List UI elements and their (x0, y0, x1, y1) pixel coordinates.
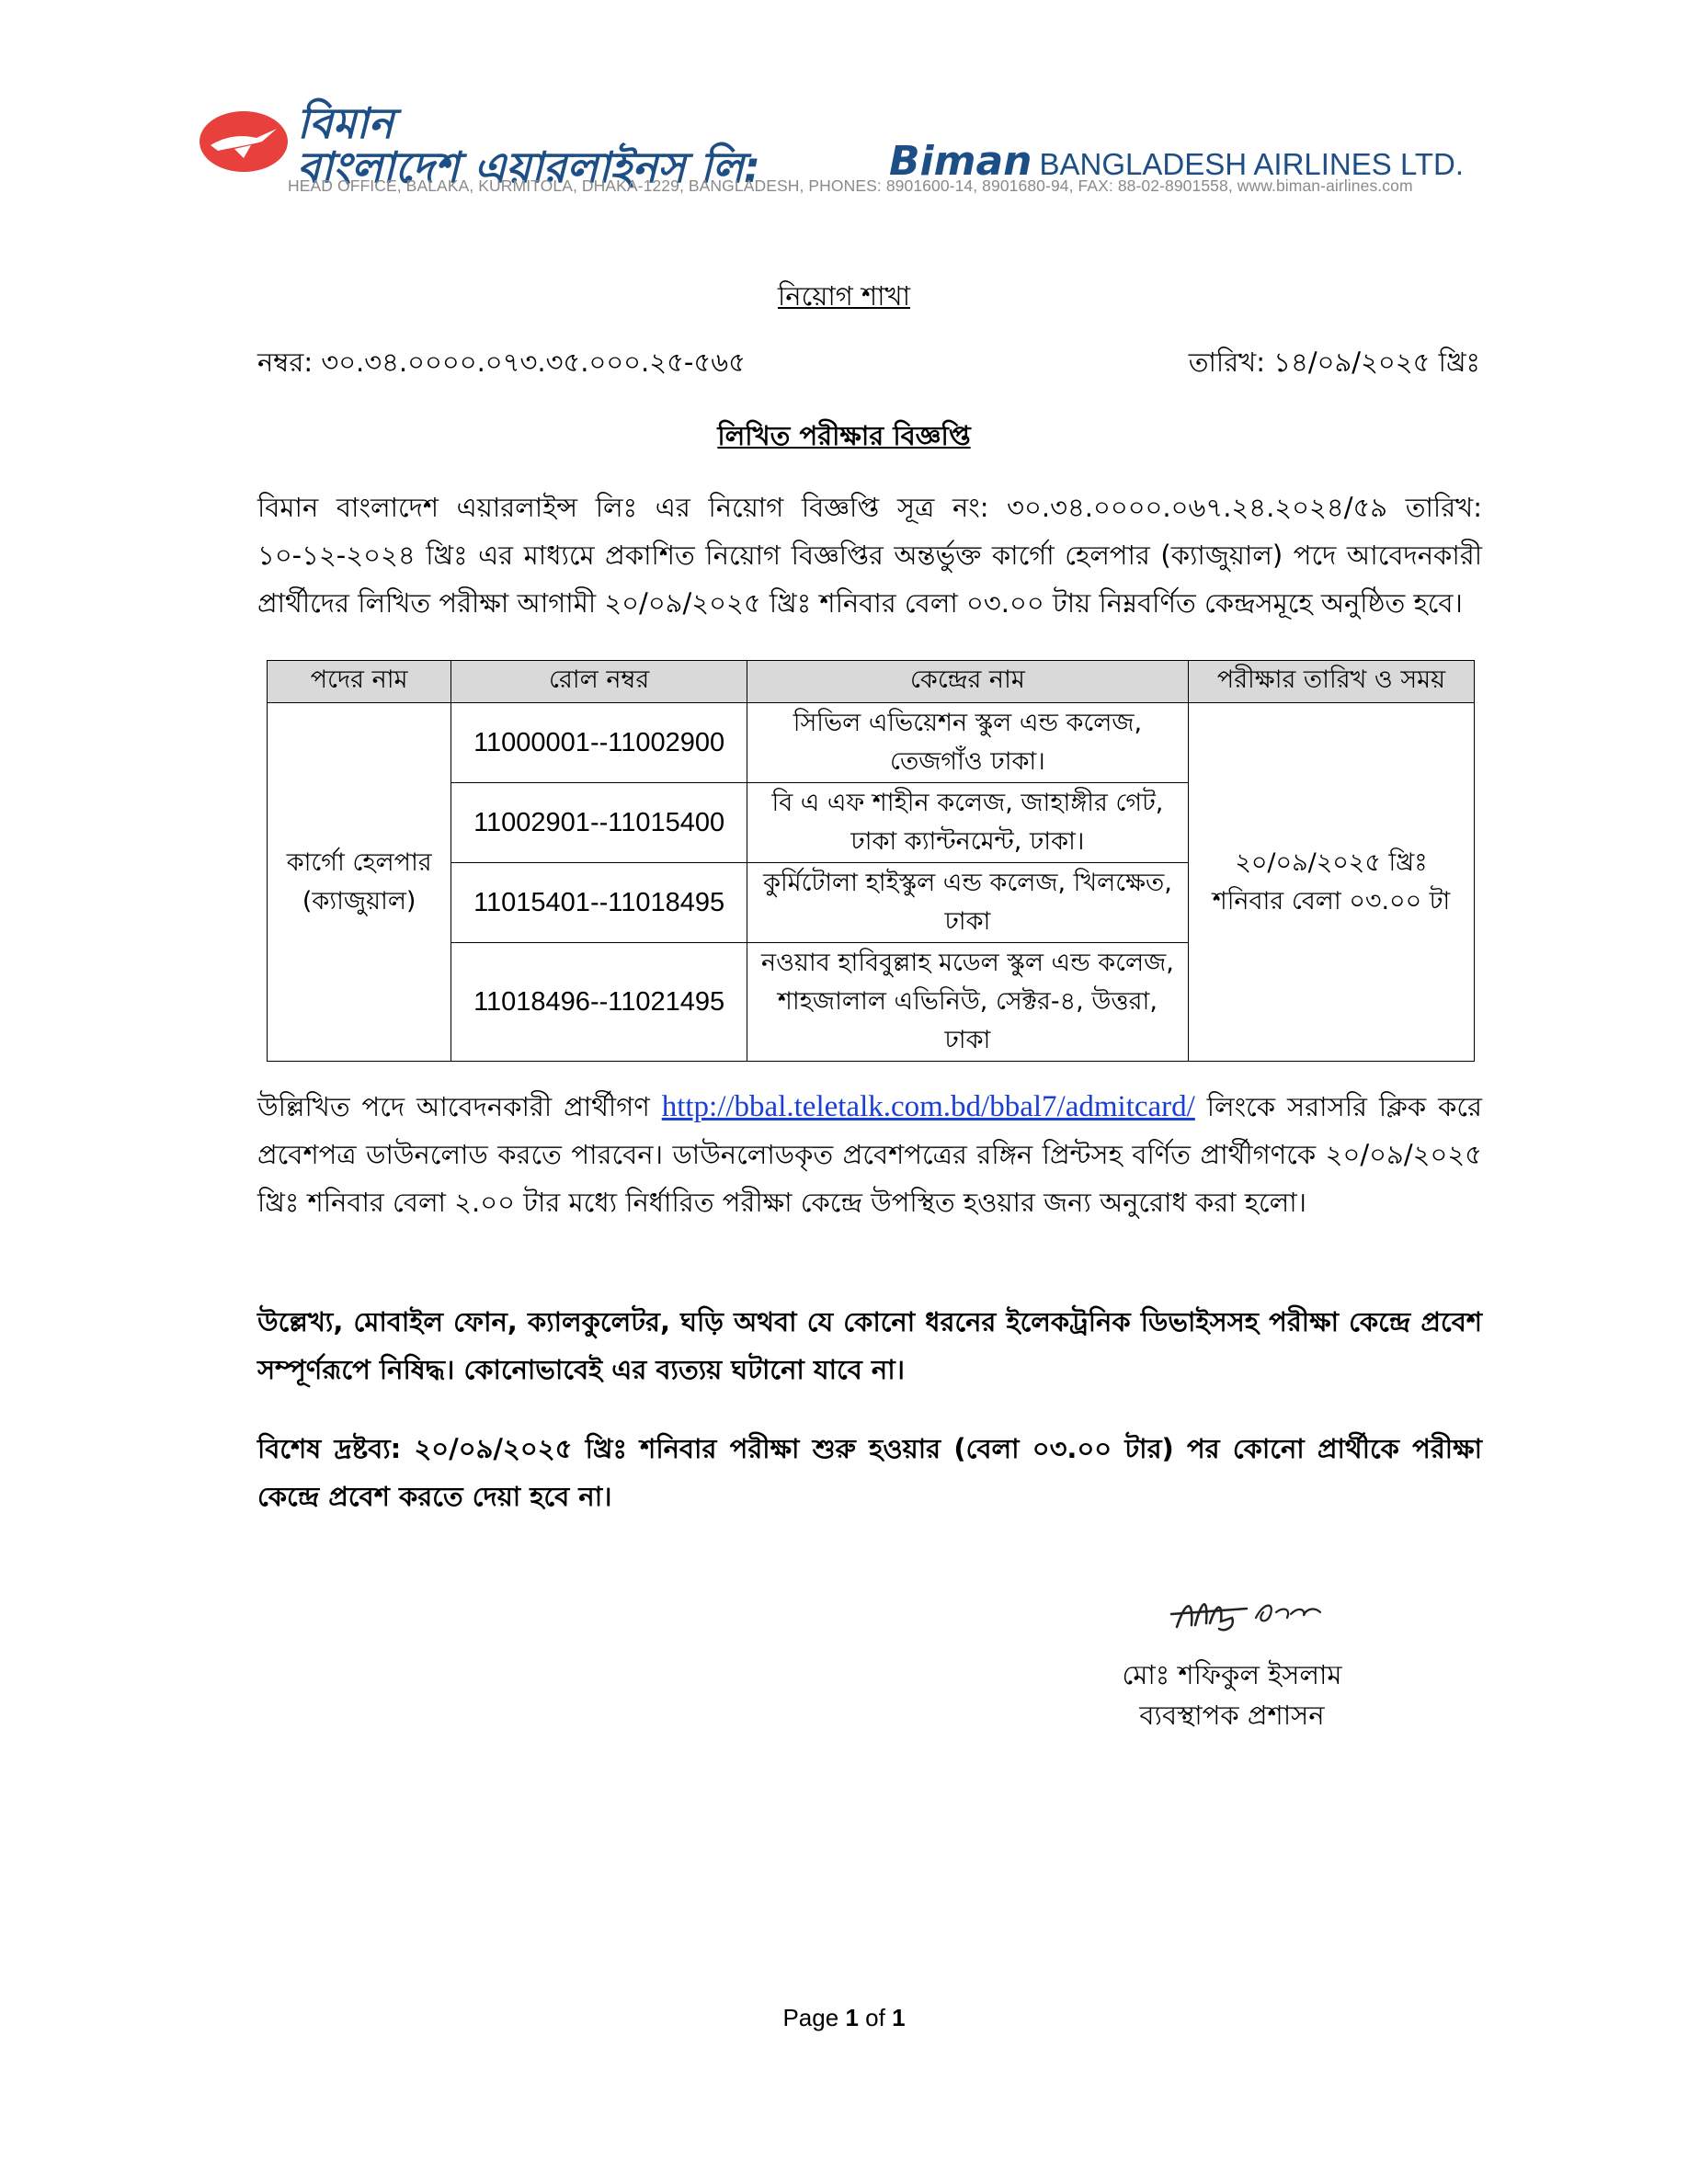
header-center-name: কেন্দ্রের নাম (746, 660, 1189, 703)
admit-card-link[interactable]: http://bbal.teletalk.com.bd/bbal7/admitc… (661, 1090, 1195, 1123)
header-post-name: পদের নাম (266, 660, 452, 703)
center-name-cell: কুর্মিটোলা হাইস্কুল এন্ড কলেজ, খিলক্ষেত,… (746, 862, 1189, 943)
section-title-text: নিয়োগ শাখা (778, 280, 910, 312)
notice-title-text: লিখিত পরীক্ষার বিজ্ঞপ্তি (717, 420, 971, 451)
post-name-cell: কার্গো হেলপার (ক্যাজুয়াল) (266, 702, 452, 1062)
table-row: 11018496--11021495 নওয়াব হাবিবুল্লাহ মড… (268, 942, 1475, 1062)
exam-center-table: পদের নাম রোল নম্বর কেন্দ্রের নাম পরীক্ষা… (266, 660, 1476, 1062)
letterhead-address: HEAD OFFICE, BALAKA, KURMITOLA, DHAKA-12… (288, 176, 1413, 195)
letterhead-name-bn-line1: বিমান (297, 98, 394, 148)
table-header-row: পদের নাম রোল নম্বর কেন্দ্রের নাম পরীক্ষা… (266, 660, 1476, 703)
letterhead-name-bengali: বিমান বাংলাদেশ এয়ারলাইনস লি: (297, 101, 760, 189)
notice-title: লিখিত পরীক্ষার বিজ্ঞপ্তি (0, 415, 1688, 461)
page-footer: Page 1 of 1 (0, 2004, 1688, 2032)
signatory-block: মোঃ শফিকুল ইসলাম ব্যবস্থাপক প্রশাসন (1048, 1655, 1416, 1735)
signature-icon (1169, 1603, 1322, 1632)
device-prohibition-paragraph: উল্লেখ্য, মোবাইল ফোন, ক্যালকুলেটর, ঘড়ি … (257, 1306, 1482, 1385)
header-exam-date-time: পরীক্ষার তারিখ ও সময় (1187, 660, 1476, 703)
roll-range-cell: 11018496--11021495 (451, 942, 747, 1062)
table-row: কার্গো হেলপার (ক্যাজুয়াল) 11000001--110… (266, 702, 1476, 1062)
admit-card-text-after: লিংকে সরাসরি ক্লিক করে প্রবেশপত্র ডাউনলো… (257, 1091, 1482, 1218)
roll-range-cell: 11015401--11018495 (451, 862, 747, 943)
special-note-paragraph: বিশেষ দ্রষ্টব্য: ২০/০৯/২০২৫ খ্রিঃ শনিবার… (257, 1433, 1482, 1512)
admit-card-paragraph: উল্লিখিত পদে আবেদনকারী প্রার্থীগণ http:/… (257, 1083, 1482, 1226)
center-name-cell: বি এ এফ শাহীন কলেজ, জাহাঙ্গীর গেট, ঢাকা … (746, 782, 1189, 863)
page-total: 1 (892, 2004, 906, 2031)
center-name-cell: নওয়াব হাবিবুল্লাহ মডেল স্কুল এন্ড কলেজ,… (746, 942, 1189, 1062)
page-current: 1 (845, 2004, 859, 2031)
signatory-name: মোঃ শফিকুল ইসলাম (1122, 1659, 1342, 1690)
admit-card-text-before: উল্লিখিত পদে আবেদনকারী প্রার্থীগণ (257, 1091, 650, 1122)
roll-range-cell: 11000001--11002900 (451, 702, 747, 783)
letterhead-name-bn-line2: বাংলাদেশ এয়ারলাইনস লি: (297, 142, 761, 192)
page-of: of (865, 2004, 885, 2031)
intro-paragraph: বিমান বাংলাদেশ এয়ারলাইন্স লিঃ এর নিয়োগ… (257, 492, 1482, 619)
table-row: 11015401--11018495 কুর্মিটোলা হাইস্কুল এ… (268, 862, 1475, 943)
page-label: Page (782, 2004, 839, 2031)
biman-crane-emblem-icon (200, 111, 288, 172)
center-name-cell: সিভিল এভিয়েশন স্কুল এন্ড কলেজ, তেজগাঁও … (746, 702, 1189, 783)
exam-time-cell: ২০/০৯/২০২৫ খ্রিঃ শনিবার বেলা ০৩.০০ টা (1187, 702, 1476, 1062)
reference-number: নম্বর: ৩০.৩৪.০০০০.০৭৩.৩৫.০০০.২৫-৫৬৫ (257, 347, 746, 378)
section-title: নিয়োগ শাখা (0, 276, 1688, 321)
letterhead-company: BANGLADESH AIRLINES LTD. (1039, 147, 1465, 181)
table-row: 11002901--11015400 বি এ এফ শাহীন কলেজ, জ… (268, 782, 1475, 863)
roll-range-cell: 11002901--11015400 (451, 782, 747, 863)
signatory-designation: ব্যবস্থাপক প্রশাসন (1139, 1700, 1325, 1731)
letterhead-brand: Biman (889, 138, 1032, 185)
header-roll-number: রোল নম্বর (451, 660, 747, 703)
reference-date: তারিখ: ১৪/০৯/২০২৫ খ্রিঃ (1188, 347, 1480, 378)
